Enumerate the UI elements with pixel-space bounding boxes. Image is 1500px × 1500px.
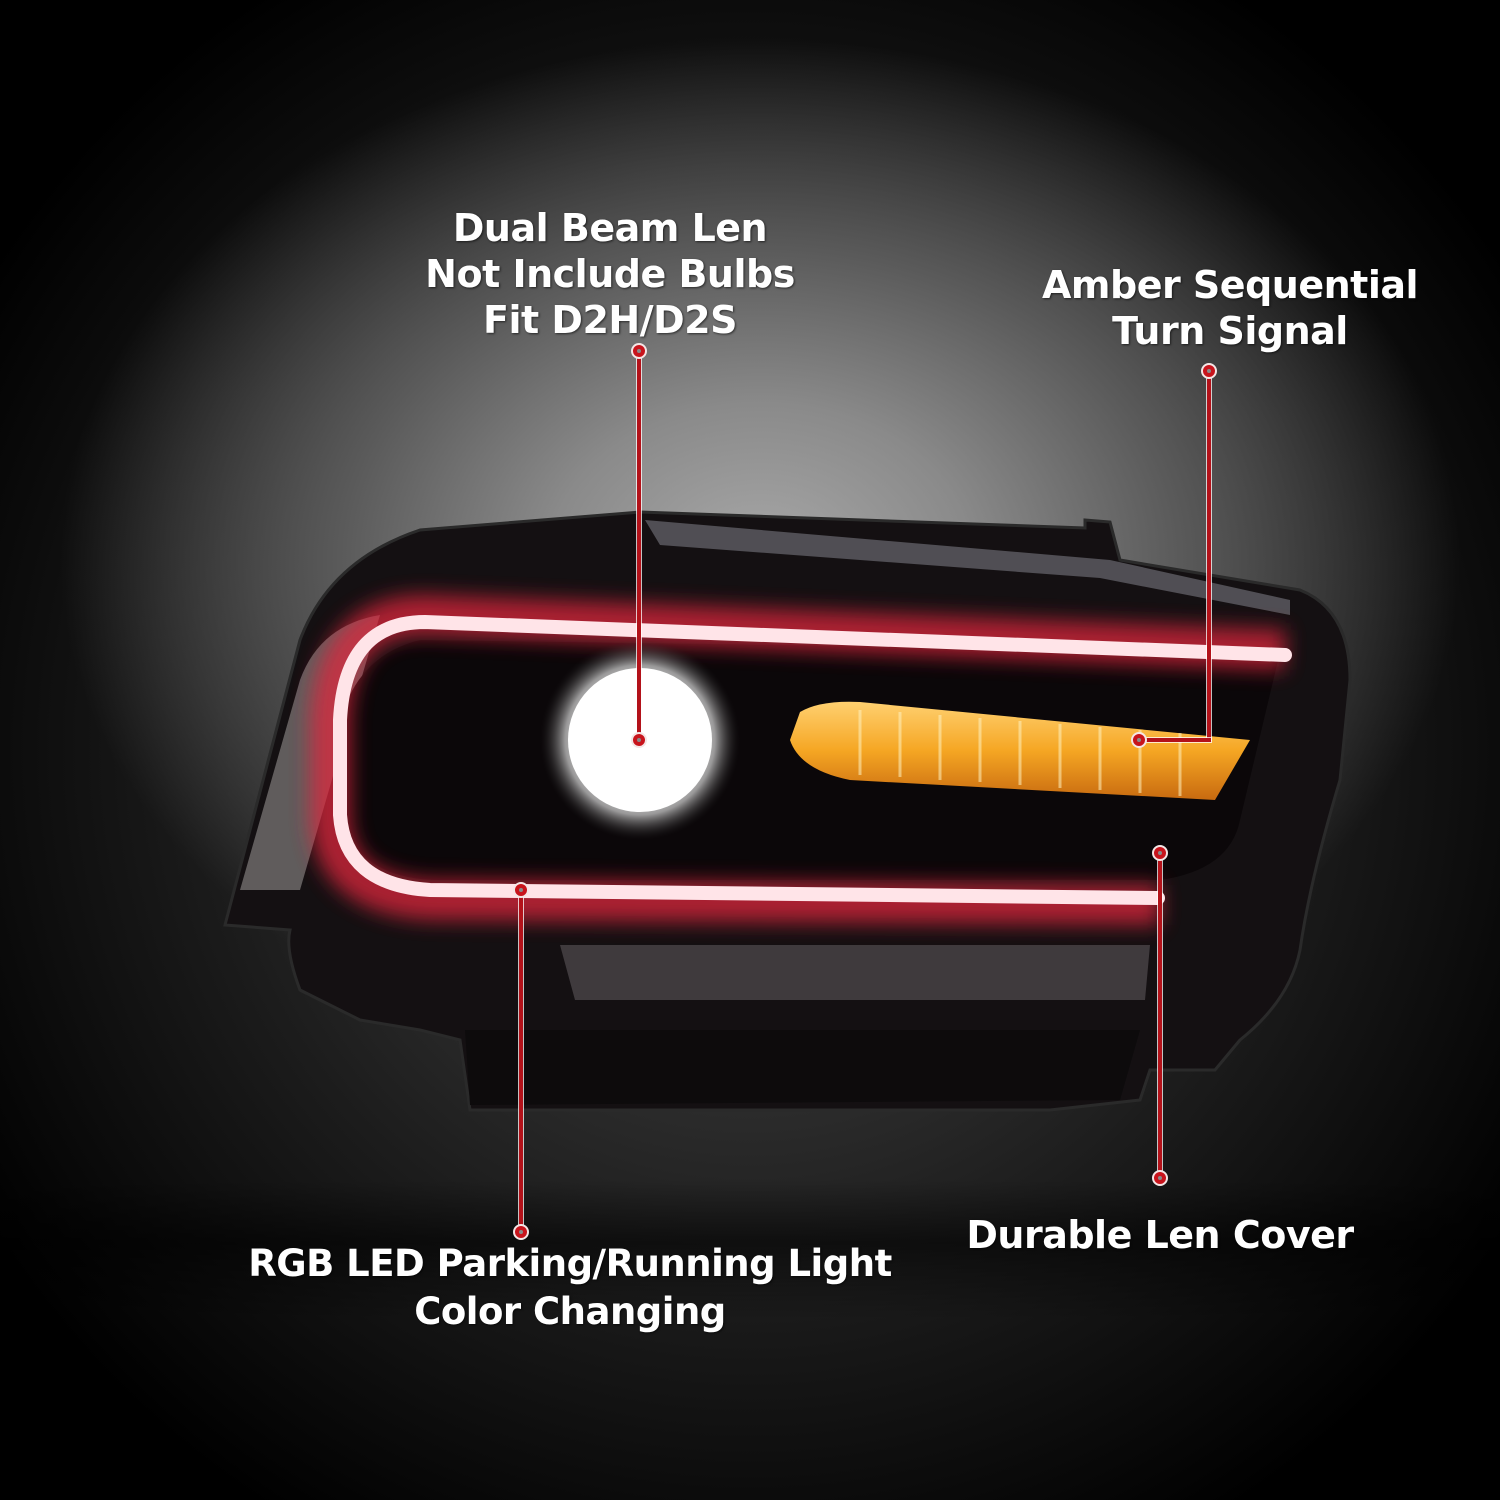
callout-text-line: Turn Signal [1112, 309, 1348, 353]
callout-text-line: Fit D2H/D2S [483, 298, 737, 342]
callout-pin-dual-beam-target [631, 732, 647, 748]
callout-text-line: Amber Sequential [1041, 263, 1419, 307]
mount-bracket [465, 1030, 1140, 1105]
lower-reflector-section [560, 945, 1150, 1000]
callout-line-turn-signal-horizontal [1140, 738, 1211, 742]
callout-pin-dual-beam-top [631, 343, 647, 359]
callout-pin-lens-cover-bottom [1152, 1170, 1168, 1186]
callout-text-line: Dual Beam Len [452, 206, 768, 250]
callout-line-lens-cover [1158, 854, 1162, 1178]
led-ring-core [333, 614, 1292, 905]
callout-pin-lens-cover-target [1152, 845, 1168, 861]
callout-pin-turn-signal-target [1131, 732, 1147, 748]
callout-text-line: Durable Len Cover [966, 1213, 1354, 1257]
callout-text-line: RGB LED Parking/Running Light [248, 1242, 892, 1285]
callout-line-turn-signal-vertical [1207, 376, 1211, 740]
callout-line-rgb-led [519, 890, 523, 1230]
callout-label-rgb-led: RGB LED Parking/Running Light Color Chan… [220, 1240, 920, 1336]
upper-chrome-trim [645, 520, 1290, 615]
callout-label-lens-cover: Durable Len Cover [955, 1212, 1365, 1258]
callout-line-dual-beam [637, 356, 641, 740]
callout-pin-rgb-led-bottom [513, 1224, 529, 1240]
callout-pin-rgb-led-target [513, 882, 529, 898]
callout-text-line: Not Include Bulbs [425, 252, 795, 296]
led-ring-glow [310, 594, 1286, 925]
callout-label-turn-signal: Amber Sequential Turn Signal [1030, 262, 1430, 354]
callout-label-dual-beam: Dual Beam Len Not Include Bulbs Fit D2H/… [400, 205, 820, 343]
callout-text-line: Color Changing [414, 1290, 726, 1333]
callout-pin-turn-signal-top [1201, 363, 1217, 379]
background-shadow-band [0, 1180, 1500, 1320]
